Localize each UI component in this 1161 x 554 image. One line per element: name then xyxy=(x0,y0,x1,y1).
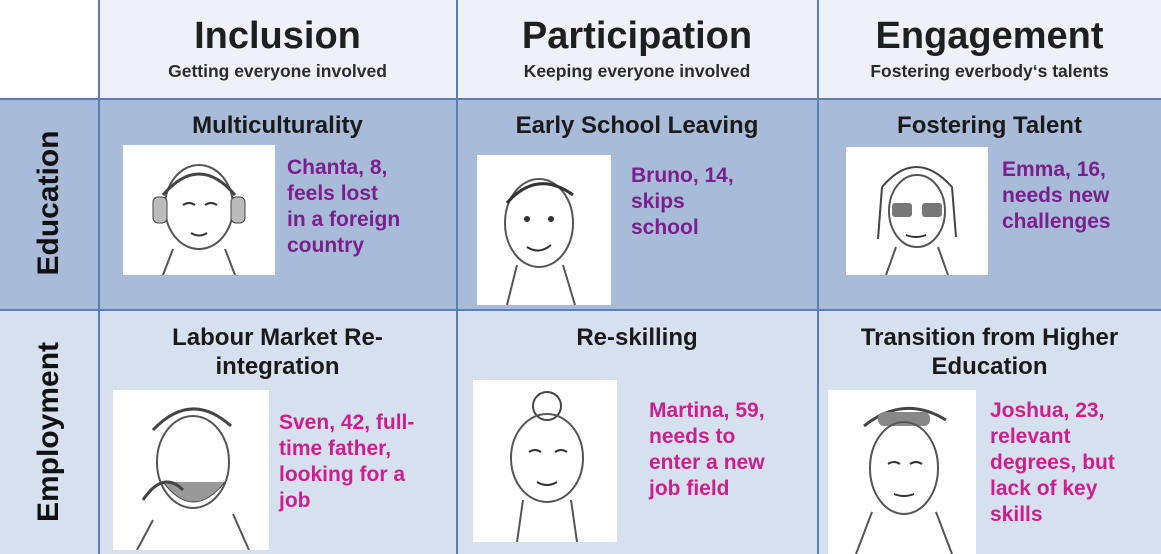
cell-employment-engagement: Transition from Higher Education Joshua,… xyxy=(818,310,1161,554)
cell-title-line: integration xyxy=(215,353,340,380)
persona-joshua: Joshua, 23, relevant degrees, but lack o… xyxy=(990,398,1115,528)
grid-divider xyxy=(98,0,100,554)
cell-education-engagement: Fostering Talent Emma, 16, needs new cha… xyxy=(818,99,1161,309)
cell-title-line: Transition from Higher xyxy=(860,324,1119,351)
persona-chanta: Chanta, 8, feels lost in a foreign count… xyxy=(287,155,400,259)
persona-line: needs to xyxy=(649,425,736,448)
persona-line: looking for a xyxy=(279,463,405,486)
joshua-portrait-icon xyxy=(828,390,976,554)
cell-title-line: Education xyxy=(931,353,1048,380)
persona-line: Sven, 42, full- xyxy=(279,411,415,434)
cell-title: Multiculturality xyxy=(192,112,363,139)
grid-divider xyxy=(0,309,1161,311)
persona-line: country xyxy=(287,234,365,257)
persona-line: needs new xyxy=(1002,184,1110,207)
cell-title: Early School Leaving xyxy=(515,112,759,139)
persona-line: job xyxy=(279,489,311,512)
emma-portrait-icon xyxy=(846,147,988,275)
column-subtitle-inclusion: Getting everyone involved xyxy=(168,61,387,81)
persona-line: relevant xyxy=(990,425,1071,448)
persona-line: school xyxy=(631,216,699,239)
column-title-engagement: Engagement xyxy=(875,15,1104,57)
cell-education-inclusion: Multiculturality Chanta, 8, feels lost i… xyxy=(99,99,456,309)
persona-line: in a foreign xyxy=(287,208,401,231)
cell-title-line: Labour Market Re- xyxy=(172,324,383,351)
persona-line: Joshua, 23, xyxy=(990,399,1105,422)
cell-education-participation: Early School Leaving Bruno, 14, skips sc… xyxy=(457,99,817,309)
persona-bruno: Bruno, 14, skips school xyxy=(631,163,734,241)
cell-title: Transition from Higher Education xyxy=(818,323,1161,381)
cell-title: Fostering Talent xyxy=(897,112,1082,139)
persona-line: skips xyxy=(631,190,685,213)
header-participation: Participation Keeping everyone involved xyxy=(457,0,817,98)
persona-line: feels lost xyxy=(287,182,379,205)
persona-line: Chanta, 8, xyxy=(287,156,388,179)
persona-line: challenges xyxy=(1002,210,1111,233)
cell-employment-participation: Re-skilling Martina, 59, needs to enter … xyxy=(457,310,817,554)
persona-line: time father, xyxy=(279,437,392,460)
persona-line: lack of key xyxy=(990,477,1098,500)
cell-employment-inclusion: Labour Market Re- integration Sven, 42, … xyxy=(99,310,456,554)
column-subtitle-participation: Keeping everyone involved xyxy=(523,61,751,81)
row-label-cell-education xyxy=(0,99,99,309)
cell-title: Re-skilling xyxy=(576,324,698,351)
persona-sven: Sven, 42, full- time father, looking for… xyxy=(279,410,414,514)
persona-line: Emma, 16, xyxy=(1002,158,1106,181)
header-inclusion: Inclusion Getting everyone involved xyxy=(99,0,456,98)
grid-divider xyxy=(817,0,819,554)
persona-line: job field xyxy=(649,477,730,500)
grid-divider xyxy=(0,98,1161,100)
persona-line: enter a new xyxy=(649,451,765,474)
row-label-employment: Employment xyxy=(32,341,65,523)
persona-martina: Martina, 59, needs to enter a new job fi… xyxy=(649,398,765,502)
persona-line: Bruno, 14, xyxy=(631,164,734,187)
sven-portrait-icon xyxy=(113,390,269,550)
bruno-portrait-icon xyxy=(477,155,611,305)
column-title-participation: Participation xyxy=(521,15,753,57)
persona-line: degrees, but xyxy=(990,451,1115,474)
martina-portrait-icon xyxy=(473,380,617,542)
column-subtitle-engagement: Fostering everbody‘s talents xyxy=(870,61,1109,81)
persona-line: skills xyxy=(990,503,1043,526)
row-label-education: Education xyxy=(32,130,65,276)
persona-line: Martina, 59, xyxy=(649,399,765,422)
grid-divider xyxy=(456,0,458,554)
persona-emma: Emma, 16, needs new challenges xyxy=(1002,157,1111,235)
header-engagement: Engagement Fostering everbody‘s talents xyxy=(818,0,1161,98)
column-title-inclusion: Inclusion xyxy=(194,15,361,57)
row-label-cell-employment xyxy=(0,310,99,554)
cell-title: Labour Market Re- integration xyxy=(99,323,456,381)
chanta-portrait-icon xyxy=(123,145,275,275)
